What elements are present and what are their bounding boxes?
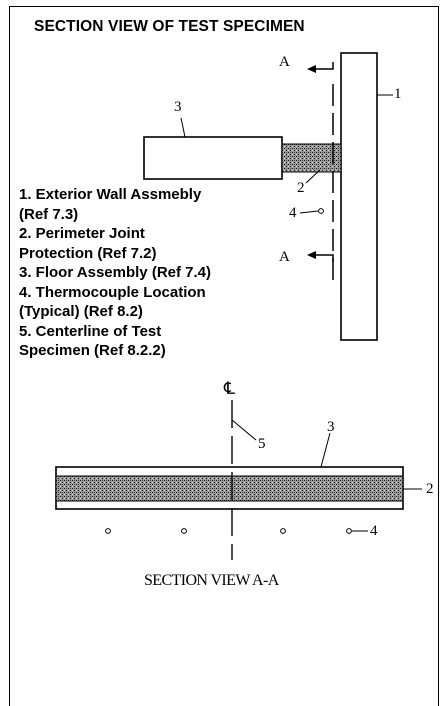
diagram-title: SECTION VIEW OF TEST SPECIMEN (34, 18, 305, 35)
leader-centerline (231, 419, 257, 441)
centerline-symbol: ℄ (224, 379, 235, 398)
legend-line: 4. Thermocouple Location (19, 283, 206, 301)
legend-line: 2. Perimeter Joint (19, 225, 145, 242)
leader-floor-bottom (320, 432, 331, 468)
legend-line: (Typical) (Ref 8.2) (19, 303, 143, 320)
thermocouple-3 (280, 528, 286, 534)
legend-line: 1. Exterior Wall Assmebly (19, 186, 202, 203)
callout-thermocouple-bottom: 4 (370, 523, 378, 539)
thermocouple-4 (346, 528, 352, 534)
leader-joint-top (305, 169, 321, 184)
section-mark-upper: A (279, 54, 290, 70)
perimeter-joint (281, 143, 342, 173)
legend-line: Specimen (Ref 8.2.2) (19, 342, 166, 359)
callout-wall: 1 (394, 86, 402, 102)
floor-assembly (143, 136, 283, 180)
callout-floor-top: 3 (174, 99, 182, 115)
section-arrow-upper (310, 62, 334, 70)
section-arrow-lower (310, 254, 334, 262)
thermocouple-1 (105, 528, 111, 534)
callout-centerline: 5 (258, 436, 266, 452)
thermocouple-2 (181, 528, 187, 534)
section-caption: SECTION VIEW A-A (144, 572, 279, 589)
leader-floor-top (180, 117, 186, 138)
callout-floor-bottom: 3 (327, 419, 335, 435)
callout-joint-top: 2 (297, 180, 305, 196)
legend-line: 5. Centerline of Test (19, 322, 162, 340)
legend-line: Protection (Ref 7.2) (19, 244, 157, 262)
legend-line: (Ref 7.3) (19, 205, 79, 223)
thermocouple-top (318, 208, 324, 214)
exterior-wall (340, 52, 378, 341)
leader-tc-top (299, 210, 319, 214)
callout-joint-bottom: 2 (426, 481, 434, 497)
callout-thermocouple-top: 4 (289, 205, 297, 221)
legend: 1. Exterior Wall Assmebly (Ref 7.3) 2. P… (19, 185, 211, 361)
section-mark-lower: A (279, 249, 290, 265)
perimeter-joint-section (55, 475, 404, 502)
legend-line: 3. Floor Assembly (Ref 7.4) (19, 264, 211, 281)
